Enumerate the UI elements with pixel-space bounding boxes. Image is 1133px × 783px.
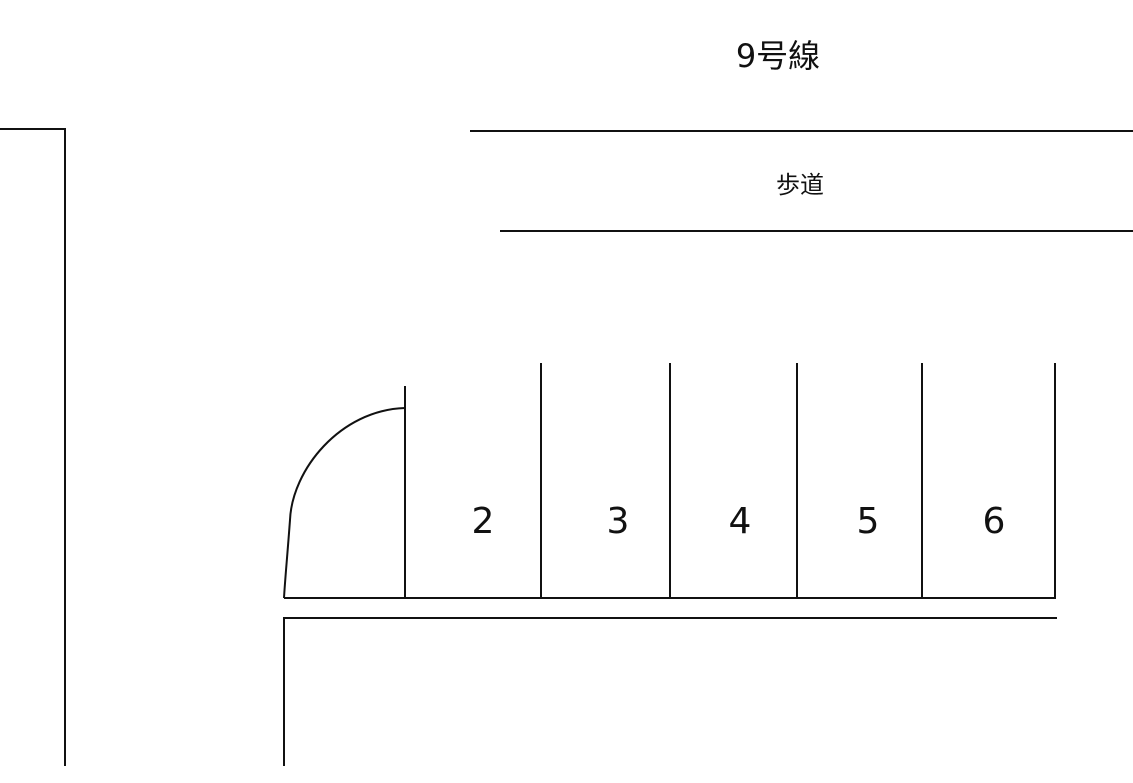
- parking-space-number: 2: [472, 501, 495, 542]
- road-label: 9号線: [736, 37, 820, 75]
- parking-space-number: 6: [983, 501, 1006, 542]
- sidewalk-label: 歩道: [776, 171, 824, 199]
- left-building-outline: [0, 128, 66, 766]
- parking-space-number: 5: [857, 501, 880, 542]
- lower-building-outline: [283, 617, 1057, 766]
- entrance-curve: [283, 407, 406, 599]
- parking-space-number: 4: [729, 501, 752, 542]
- parking-space-number: 3: [607, 501, 630, 542]
